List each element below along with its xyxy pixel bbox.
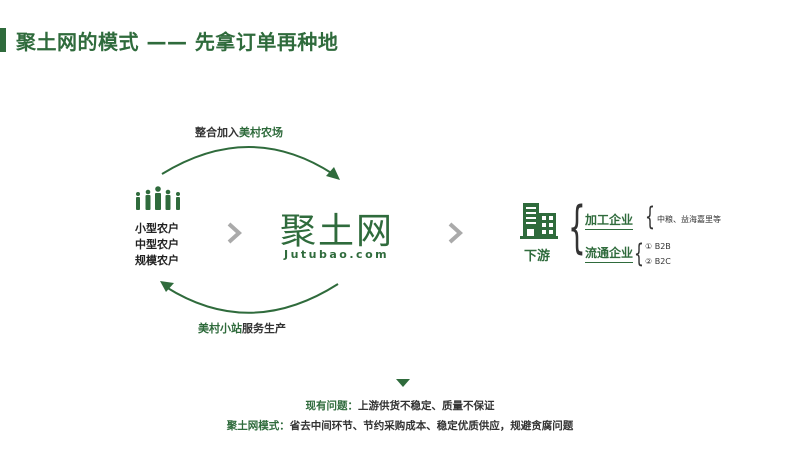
people-group-icon bbox=[136, 186, 180, 210]
problem-text: 上游供货不稳定、质量不保证 bbox=[358, 400, 495, 412]
bottom-arc-label: 美村小站服务生产 bbox=[198, 320, 286, 336]
page-title: 聚土网的模式 —— 先拿订单再种地 bbox=[16, 30, 339, 54]
brace-icon: { bbox=[634, 239, 644, 269]
down-triangle-icon bbox=[396, 379, 410, 387]
model-label: 聚土网模式： bbox=[226, 420, 290, 432]
building-icon bbox=[520, 203, 558, 239]
model-text: 省去中间环节、节约采购成本、稳定优质供应，规避贪腐问题 bbox=[289, 420, 574, 432]
farmer-type-large: 规模农户 bbox=[135, 254, 179, 267]
top-arc-arrow bbox=[161, 146, 334, 175]
top-arc-highlight: 美村农场 bbox=[239, 126, 283, 139]
upstream-farmer-list: 小型农户 中型农户 规模农户 bbox=[135, 221, 179, 269]
top-arc-label: 整合加入美村农场 bbox=[195, 124, 283, 140]
bottom-arc-arrow bbox=[165, 283, 339, 314]
top-arrowhead-icon bbox=[326, 167, 340, 180]
processing-detail: 中粮、益海嘉里等 bbox=[657, 215, 721, 224]
brace-icon: { bbox=[645, 202, 655, 232]
downstream-label: 下游 bbox=[524, 249, 551, 264]
distribution-detail-b2b: ① B2B bbox=[645, 242, 671, 251]
title-accent-bar bbox=[0, 28, 6, 52]
branch-distribution: 流通企业 bbox=[585, 244, 634, 263]
farmer-type-small: 小型农户 bbox=[135, 222, 179, 235]
brace-icon: { bbox=[568, 195, 586, 260]
chevron-right-icon bbox=[448, 222, 463, 244]
current-problem-line: 现有问题：上游供货不稳定、质量不保证 bbox=[0, 398, 800, 413]
brand-logo-chinese: 聚土网 bbox=[280, 211, 395, 252]
model-benefit-line: 聚土网模式：省去中间环节、节约采购成本、稳定优质供应，规避贪腐问题 bbox=[0, 418, 800, 433]
bottom-arc-highlight: 美村小站 bbox=[198, 322, 242, 335]
top-arc-prefix: 整合加入 bbox=[195, 126, 239, 139]
chevron-right-icon bbox=[227, 222, 242, 244]
brand-logo-domain: Jutubao.com bbox=[284, 248, 390, 261]
bottom-arc-suffix: 服务生产 bbox=[242, 322, 286, 335]
bottom-arrowhead-icon bbox=[160, 281, 174, 292]
distribution-detail-b2c: ② B2C bbox=[645, 257, 671, 266]
branch-processing: 加工企业 bbox=[585, 211, 634, 230]
farmer-type-medium: 中型农户 bbox=[135, 238, 179, 251]
problem-label: 现有问题： bbox=[305, 400, 359, 412]
